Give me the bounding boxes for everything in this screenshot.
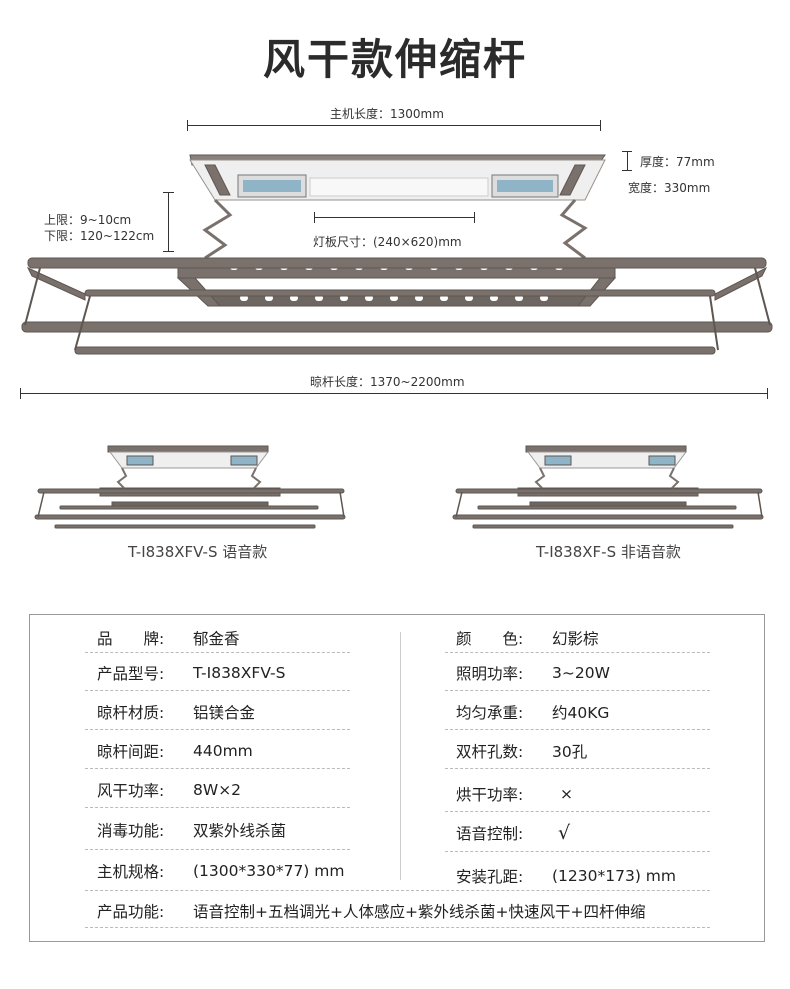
- separator: [85, 890, 710, 891]
- spec-row-brand: 品 牌: 郁金香: [97, 623, 240, 653]
- spec-value: 铝镁合金: [193, 704, 256, 722]
- spec-table: [29, 614, 765, 942]
- spec-key: 产品型号:: [97, 665, 165, 683]
- spec-row-host-size: 主机规格: (1300*330*77) mm: [97, 856, 344, 886]
- tick: [314, 212, 315, 223]
- spec-key: 颜 色:: [456, 630, 524, 648]
- separator: [85, 927, 710, 928]
- spec-value: 约40KG: [552, 704, 610, 722]
- spec-row-fan-power: 风干功率: 8W×2: [97, 775, 241, 805]
- width-label: 宽度：330mm: [628, 181, 711, 195]
- non-voice-model-illustration: [452, 445, 764, 529]
- spec-key: 语音控制:: [456, 825, 524, 843]
- spec-value: 语音控制+五档调光+人体感应+紫外线杀菌+快速风干+四杆伸缩: [193, 903, 646, 921]
- spec-value: (1300*330*77) mm: [193, 862, 345, 880]
- spec-row-color: 颜 色: 幻影棕: [456, 623, 599, 653]
- scissor-arms: [202, 198, 588, 260]
- spec-key: 产品功能:: [97, 903, 165, 921]
- spec-key: 主机规格:: [97, 863, 165, 881]
- tick: [163, 192, 174, 193]
- spec-row-function: 产品功能: 语音控制+五档调光+人体感应+紫外线杀菌+快速风干+四杆伸缩: [97, 896, 645, 926]
- spec-row-holes: 双杆孔数: 30孔: [456, 736, 587, 766]
- host-length-label: 主机长度：1300mm: [330, 107, 444, 121]
- host-unit: [189, 154, 606, 201]
- rod-length-label: 晾杆长度：1370~2200mm: [310, 375, 465, 389]
- separator: [445, 851, 710, 852]
- spec-row-load: 均匀承重: 约40KG: [456, 697, 609, 727]
- upper-limit-label: 上限：9~10cm: [44, 213, 132, 227]
- spec-row-hole-spacing: 安装孔距: (1230*173) mm: [456, 861, 676, 891]
- rod-length-line: [20, 393, 768, 394]
- non-voice-model-caption: T-I838XF-S 非语音款: [536, 543, 681, 561]
- spec-key: 照明功率:: [456, 665, 524, 683]
- spec-row-material: 晾杆材质: 铝镁合金: [97, 697, 255, 727]
- separator: [85, 768, 350, 769]
- separator: [85, 652, 350, 653]
- spec-value: √: [558, 822, 571, 844]
- separator: [85, 729, 350, 730]
- tick: [767, 388, 768, 399]
- tick: [168, 192, 169, 252]
- spec-value: ×: [560, 785, 573, 803]
- thickness-label: 厚度：77mm: [640, 155, 715, 169]
- tick: [474, 212, 475, 223]
- spec-key: 晾杆间距:: [97, 743, 165, 761]
- main-rack-illustration: [21, 154, 773, 355]
- drying-rods: [21, 257, 773, 355]
- separator: [85, 807, 350, 808]
- spec-value: T-I838XFV-S: [193, 664, 286, 682]
- separator: [445, 652, 710, 653]
- spec-key: 消毒功能:: [97, 822, 165, 840]
- spec-row-spacing: 晾杆间距: 440mm: [97, 736, 253, 766]
- tick: [600, 120, 601, 131]
- separator: [445, 811, 710, 812]
- separator: [445, 768, 710, 769]
- spec-key: 安装孔距:: [456, 868, 524, 886]
- spec-key: 风干功率:: [97, 782, 165, 800]
- voice-model-caption: T-I838XFV-S 语音款: [128, 543, 268, 561]
- spec-row-disinfect: 消毒功能: 双紫外线杀菌: [97, 815, 286, 845]
- separator: [445, 690, 710, 691]
- spec-row-dry-power: 烘干功率: ×: [456, 779, 573, 809]
- host-length-line: [187, 125, 601, 126]
- spec-value: (1230*173) mm: [552, 867, 676, 885]
- spec-key: 烘干功率:: [456, 786, 524, 804]
- voice-model-illustration: [34, 445, 346, 529]
- light-panel-line: [314, 217, 474, 218]
- spec-value: 8W×2: [193, 781, 242, 799]
- spec-row-model: 产品型号: T-I838XFV-S: [97, 658, 285, 688]
- spec-row-voice: 语音控制: √: [456, 818, 570, 848]
- spec-row-light-power: 照明功率: 3~20W: [456, 658, 610, 688]
- light-panel-label: 灯板尺寸：(240×620)mm: [313, 235, 462, 249]
- separator: [85, 849, 350, 850]
- separator: [85, 690, 350, 691]
- spec-value: 30孔: [552, 743, 588, 761]
- spec-key: 双杆孔数:: [456, 743, 524, 761]
- spec-key: 晾杆材质:: [97, 704, 165, 722]
- page-title: 风干款伸缩杆: [262, 35, 527, 84]
- tick: [187, 120, 188, 131]
- spec-value: 3~20W: [552, 664, 610, 682]
- spec-value: 郁金香: [193, 630, 240, 648]
- spec-key: 均匀承重:: [456, 704, 524, 722]
- lower-limit-label: 下限：120~122cm: [44, 229, 155, 243]
- spec-divider: [400, 632, 401, 880]
- spec-value: 双紫外线杀菌: [193, 822, 287, 840]
- tick: [163, 251, 174, 252]
- spec-value: 440mm: [193, 742, 253, 760]
- tick: [627, 151, 628, 171]
- separator: [445, 729, 710, 730]
- tick: [20, 388, 21, 399]
- spec-key: 品 牌:: [97, 630, 165, 648]
- spec-value: 幻影棕: [552, 630, 599, 648]
